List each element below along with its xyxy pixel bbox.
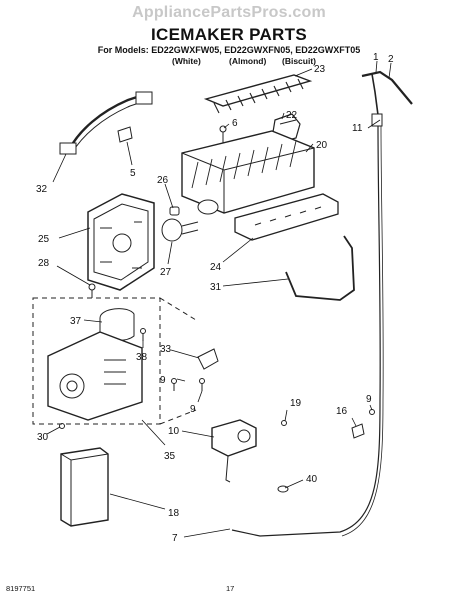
callout-31: 31 <box>210 282 222 293</box>
callout-28: 28 <box>38 258 50 269</box>
thermostat <box>169 206 180 216</box>
callout-6: 6 <box>232 118 238 129</box>
callout-9a: 9 <box>160 375 166 386</box>
drive-motor <box>161 218 199 242</box>
document-number: 8197751 <box>6 584 36 593</box>
color-almond: (Almond) <box>229 56 267 66</box>
shut-off-wire-arm <box>285 235 355 301</box>
callout-1: 1 <box>373 52 379 63</box>
ice-mold-top <box>203 74 313 114</box>
callout-27: 27 <box>160 267 172 278</box>
callout-23: 23 <box>314 64 326 75</box>
callout-32: 32 <box>36 184 48 195</box>
valve-screws <box>171 378 205 391</box>
plate-screw <box>59 423 65 429</box>
callout-35: 35 <box>164 451 176 462</box>
callout-37: 37 <box>70 316 82 327</box>
module-plate <box>47 331 143 421</box>
tube-clamp <box>351 409 375 439</box>
mounting-screw <box>219 125 227 144</box>
module-subassembly-outline <box>32 297 197 425</box>
site-watermark: AppliancePartsPros.com <box>132 4 326 21</box>
callout-labels: 1 2 23 6 22 11 20 32 5 26 25 28 27 24 31… <box>36 52 394 544</box>
callout-38: 38 <box>136 352 148 363</box>
models-line: For Models: ED22GWXFW05, ED22GWXFN05, ED… <box>97 45 361 55</box>
callout-33: 33 <box>160 344 172 355</box>
housing-screw <box>88 283 96 298</box>
callout-2: 2 <box>388 54 394 65</box>
page-number: 17 <box>226 584 235 593</box>
harness-clip <box>117 126 133 143</box>
callout-16: 16 <box>336 406 348 417</box>
callout-30: 30 <box>37 432 49 443</box>
water-valve <box>211 419 257 483</box>
inlet-screw <box>281 420 287 426</box>
callout-25: 25 <box>38 234 50 245</box>
callout-11: 11 <box>352 123 363 134</box>
valve-cover <box>60 447 109 527</box>
callout-19: 19 <box>290 398 302 409</box>
callout-10: 10 <box>168 426 180 437</box>
callout-26: 26 <box>157 175 169 186</box>
callout-20: 20 <box>316 140 328 151</box>
callout-18: 18 <box>168 508 180 519</box>
callout-5: 5 <box>130 168 136 179</box>
wiring-harness <box>59 91 153 155</box>
icemaker-mold-body <box>181 130 315 215</box>
callout-40: 40 <box>306 474 318 485</box>
fill-tube-assembly <box>231 70 413 537</box>
diagram-title: ICEMAKER PARTS <box>151 25 307 44</box>
color-white: (White) <box>172 56 201 66</box>
callout-9b: 9 <box>190 404 196 415</box>
callout-24: 24 <box>210 262 222 273</box>
callout-22: 22 <box>286 110 298 121</box>
control-module-housing <box>87 193 155 291</box>
bail-arm-guide <box>234 193 339 241</box>
valve-bracket <box>197 348 219 370</box>
color-biscuit: (Biscuit) <box>282 56 316 66</box>
module-screw <box>140 328 146 341</box>
callout-7: 7 <box>172 533 178 544</box>
callout-9c: 9 <box>366 394 372 405</box>
